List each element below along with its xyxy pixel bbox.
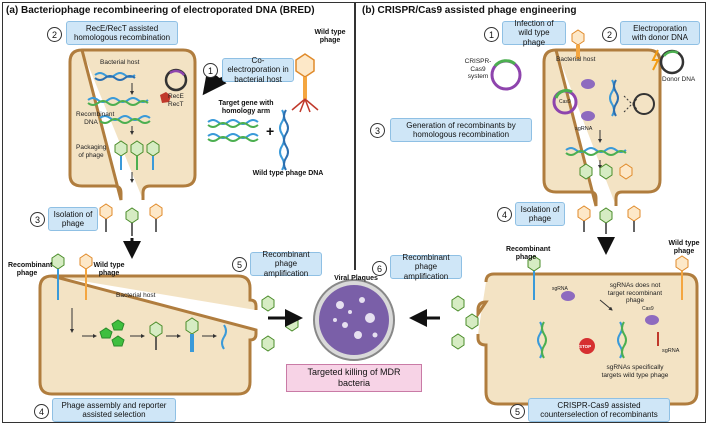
label-bacterial-host-b1: Bacterial host [556,56,596,63]
panel-a-title: (a) Bacteriophage recombineering of elec… [6,5,315,16]
packaged-phages-b1 [579,163,633,180]
step-b3-box: Generation of recombinants by homologous… [390,118,532,142]
step-a1-number: 1 [203,63,218,78]
panel-divider [354,2,356,270]
label-rece: RecE [168,93,184,100]
label-donor-dna: Donor DNA [662,76,696,83]
label-wild-type-phage-dna: Wild type phage DNA [252,170,324,177]
label-wild-type-phage-a: Wild type phage [314,29,346,44]
label-cas9-b2: Cas9 [642,306,654,312]
packaged-phages-a1 [114,140,160,170]
label-viral-plaques: Viral Plaques [334,275,378,282]
panel-b-title: (b) CRISPR/Cas9 assisted phage engineeri… [362,5,577,16]
label-sgrna-b2: sgRNA [552,286,568,292]
step-b5-number: 5 [510,404,525,419]
recombinant-phages-out-a [261,295,299,352]
infecting-phages-a2 [51,253,93,300]
dna-strands-a1 [87,72,151,124]
recombinant-dna-b2 [537,321,627,359]
rece-rect-protein [160,92,171,103]
recombinant-dna-b1 [565,147,627,156]
electroporation-bolt [651,49,660,71]
phage-parts-green [99,319,125,347]
step-a4-box: Phage assembly and reporter assisted sel… [52,398,176,422]
step-a2-number: 2 [47,27,62,42]
label-rect: RecT [168,101,184,108]
step-b3-number: 3 [370,123,385,138]
label-bacterial-host-a2: Bacterial host [116,292,156,299]
targeted-killing-box: Targeted killing of MDR bacteria [286,364,422,392]
plus-sign: + [266,123,275,139]
label-recombinant-phage-a: Recombinant phage [8,262,53,277]
step-a1-box: Co-electroporation in bacterial host [222,56,294,84]
label-crispr-system: CRISPR-Cas9 system [464,58,492,80]
step-a5-box: Recombinant phage amplification [250,250,322,278]
step-a3-number: 3 [30,212,45,227]
step-b2-box: Electroporation with donor DNA [620,21,700,45]
label-recombinant-dna: Recombinant DNA [76,111,115,126]
bacterial-host-cell-a1 [68,48,197,201]
infecting-phages-b2 [527,255,689,300]
label-target-gene: Target gene with homology arm [218,100,274,115]
label-packaging: Packaging of phage [76,144,107,159]
label-recombinant-phage-b: Recombinant phage [506,246,551,261]
step-b4-box: Isolation of phage [515,202,565,226]
step-a2-box: RecE/RecT assisted homologous recombinat… [66,21,178,45]
step-b4-number: 4 [497,207,512,222]
step-b1-box: Infection of wild type phage [502,19,566,47]
released-phages-b [577,205,641,234]
wild-type-phage-b1 [571,29,585,59]
label-sgrna-targets: sgRNAs specifically targets wild type ph… [601,364,669,379]
petri-dish-plaques [313,279,395,361]
label-bacterial-host-a1: Bacterial host [100,59,140,66]
step-b6-box: Recombinant phage amplification [390,253,462,281]
step-b5-box: CRISPR-Cas9 assisted counterselection of… [528,398,670,422]
stop-sign [579,338,595,354]
label-wild-type-phage-b: Wild type phage [668,240,700,255]
label-wild-type-phage-a2: Wild type phage [93,262,125,277]
step-a5-number: 5 [232,257,247,272]
label-sgrna-b3: sgRNA [662,348,680,354]
target-gene-dna [207,119,259,142]
step-b1-number: 1 [484,27,499,42]
label-cas9: Cas9 [559,99,571,105]
label-stop: STOP [579,344,592,349]
label-sgrna: sgRNA [575,126,593,132]
step-b2-number: 2 [602,27,617,42]
label-sgrna-not-target: sgRNAs does not target recombinant phage [607,282,663,304]
bacterial-host-cell-b1 [542,48,662,207]
released-phages-a [99,203,163,236]
bacterial-host-cell-a2 [38,274,258,396]
step-b6-number: 6 [372,261,387,276]
step-a4-number: 4 [34,404,49,419]
cas9-proteins-b1 [581,79,595,121]
recombinant-phages-out-b [451,295,479,350]
step-a3-box: Isolation of phage [48,207,98,231]
wild-type-phage-a [291,53,319,113]
